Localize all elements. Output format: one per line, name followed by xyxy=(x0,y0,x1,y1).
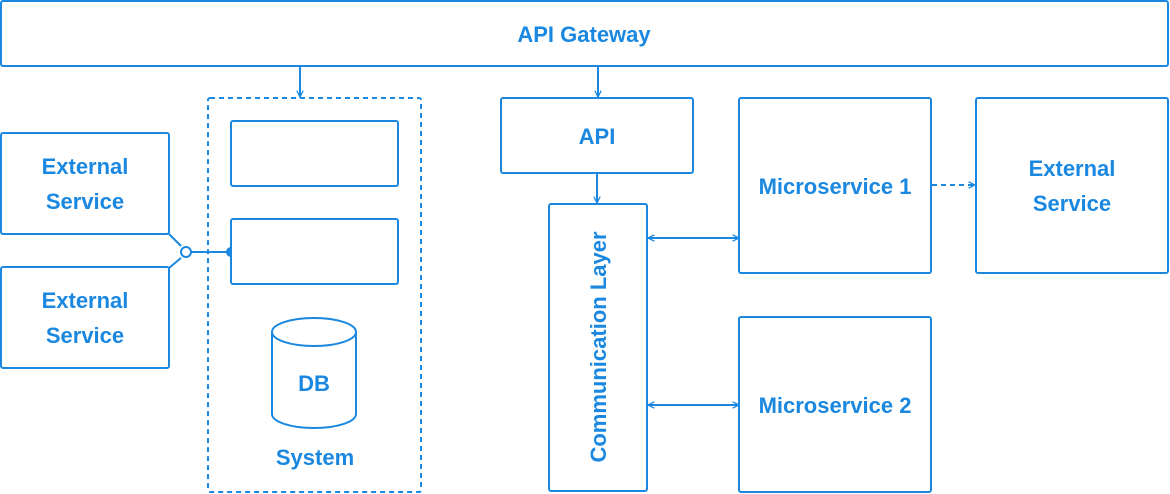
external-service-1-line2: Service xyxy=(46,189,124,214)
db-label: DB xyxy=(298,371,330,396)
api-box[interactable]: API xyxy=(500,97,694,174)
external-service-2-line1: External xyxy=(42,288,129,313)
external-service-3-line2: Service xyxy=(1033,191,1111,216)
external-services-connector xyxy=(168,233,236,269)
system-label: System xyxy=(276,445,354,470)
external-service-1-line1: External xyxy=(42,154,129,179)
system-component-1[interactable] xyxy=(230,120,399,187)
microservice-1-box[interactable]: Microservice 1 xyxy=(738,97,932,274)
external-service-box-1[interactable]: External Service xyxy=(0,132,170,235)
api-gateway-box[interactable]: API Gateway xyxy=(0,0,1169,67)
external-service-2-line2: Service xyxy=(46,323,124,348)
database-icon: DB xyxy=(271,317,357,429)
system-container[interactable]: DB System xyxy=(207,97,422,493)
provided-interface-icon xyxy=(180,246,192,258)
system-component-2[interactable] xyxy=(230,218,399,285)
api-label: API xyxy=(579,124,616,149)
api-gateway-label: API Gateway xyxy=(517,22,651,47)
external-service-3-line1: External xyxy=(1029,156,1116,181)
microservice-1-label: Microservice 1 xyxy=(759,174,912,199)
communication-layer-label: Communication Layer xyxy=(586,231,611,462)
external-service-box-2[interactable]: External Service xyxy=(0,266,170,369)
external-service-box-3[interactable]: External Service xyxy=(975,97,1169,274)
microservice-2-label: Microservice 2 xyxy=(759,393,912,418)
microservice-2-box[interactable]: Microservice 2 xyxy=(738,316,932,493)
communication-layer-box[interactable]: Communication Layer xyxy=(548,203,648,492)
